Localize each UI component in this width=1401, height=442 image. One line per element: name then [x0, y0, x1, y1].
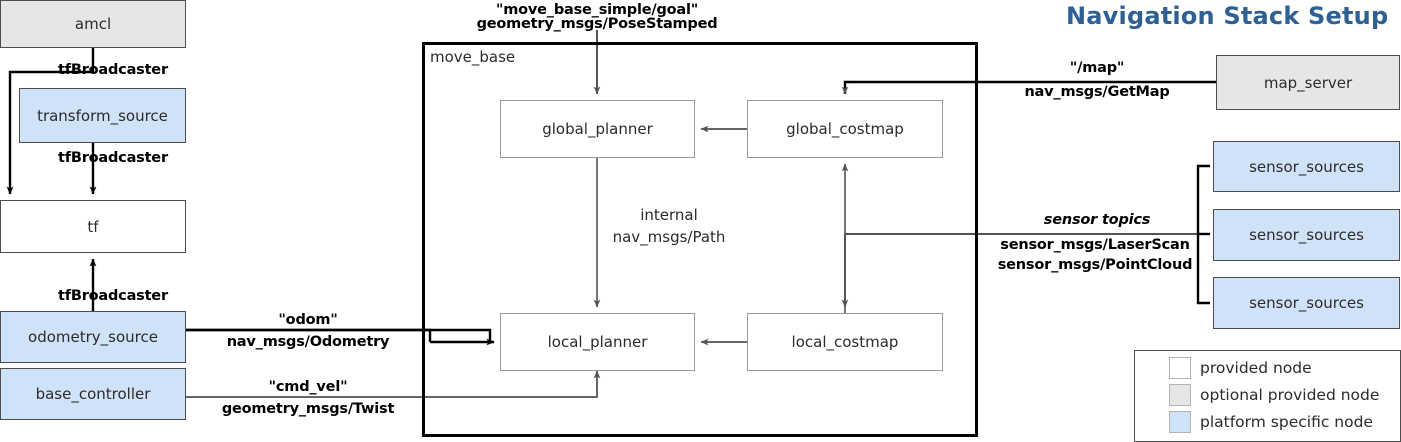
edge-label-transform-tfbroadcaster: tfBroadcaster: [58, 150, 168, 166]
edge-label-cmdvel-type: geometry_msgs/Twist: [221, 401, 395, 417]
edge-label-internal: internal: [640, 206, 698, 224]
edge-label-sensor-topics: sensor topics: [1043, 212, 1151, 228]
node-global-planner[interactable]: global_planner: [500, 100, 695, 158]
edge-label-sensor-pointcloud: sensor_msgs/PointCloud: [997, 257, 1193, 273]
node-sensor-sources-1[interactable]: sensor_sources: [1213, 141, 1400, 192]
node-base-controller[interactable]: base_controller: [0, 368, 186, 420]
edge-label-sensor-laserscan: sensor_msgs/LaserScan: [1000, 237, 1190, 253]
legend-label-platform-specific: platform specific node: [1200, 413, 1373, 431]
legend-item-platform-specific: platform specific node: [1169, 411, 1373, 433]
node-global-costmap[interactable]: global_costmap: [747, 100, 943, 158]
legend-swatch-platform-specific: [1169, 411, 1191, 433]
node-tf[interactable]: tf: [0, 200, 186, 253]
legend-label-provided: provided node: [1200, 359, 1312, 377]
node-local-planner[interactable]: local_planner: [500, 313, 695, 371]
edge-label-internal-type: nav_msgs/Path: [612, 228, 726, 246]
node-transform-source[interactable]: transform_source: [19, 88, 186, 143]
edge-label-map-type: nav_msgs/GetMap: [1024, 84, 1170, 100]
move-base-container: [422, 42, 978, 437]
page-title: Navigation Stack Setup: [1066, 2, 1389, 30]
legend-item-optional-provided: optional provided node: [1169, 384, 1379, 406]
edge-label-odom-type: nav_msgs/Odometry: [226, 334, 390, 350]
node-map-server[interactable]: map_server: [1216, 55, 1400, 110]
node-local-costmap[interactable]: local_costmap: [747, 313, 943, 371]
edge-label-cmdvel-topic: "cmd_vel": [268, 379, 348, 395]
node-sensor-sources-2[interactable]: sensor_sources: [1213, 209, 1400, 261]
edge-label-odom-topic: "odom": [278, 312, 338, 328]
legend-item-provided: provided node: [1169, 357, 1312, 379]
edge-label-goal-topic: "move_base_simple/goal": [495, 2, 699, 18]
edge-label-amcl-tfbroadcaster: tfBroadcaster: [58, 62, 168, 78]
edge-label-goal-type: geometry_msgs/PoseStamped: [476, 16, 718, 32]
edge-label-odometry-tfbroadcaster: tfBroadcaster: [58, 288, 168, 304]
node-odometry-source[interactable]: odometry_source: [0, 311, 186, 363]
move-base-label: move_base: [430, 48, 516, 66]
legend-swatch-provided: [1169, 357, 1191, 379]
node-sensor-sources-3[interactable]: sensor_sources: [1213, 277, 1400, 329]
legend-label-optional-provided: optional provided node: [1200, 386, 1380, 404]
legend-swatch-optional-provided: [1169, 384, 1191, 406]
edge-label-map-topic: "/map": [1069, 60, 1125, 76]
node-amcl[interactable]: amcl: [0, 0, 186, 48]
